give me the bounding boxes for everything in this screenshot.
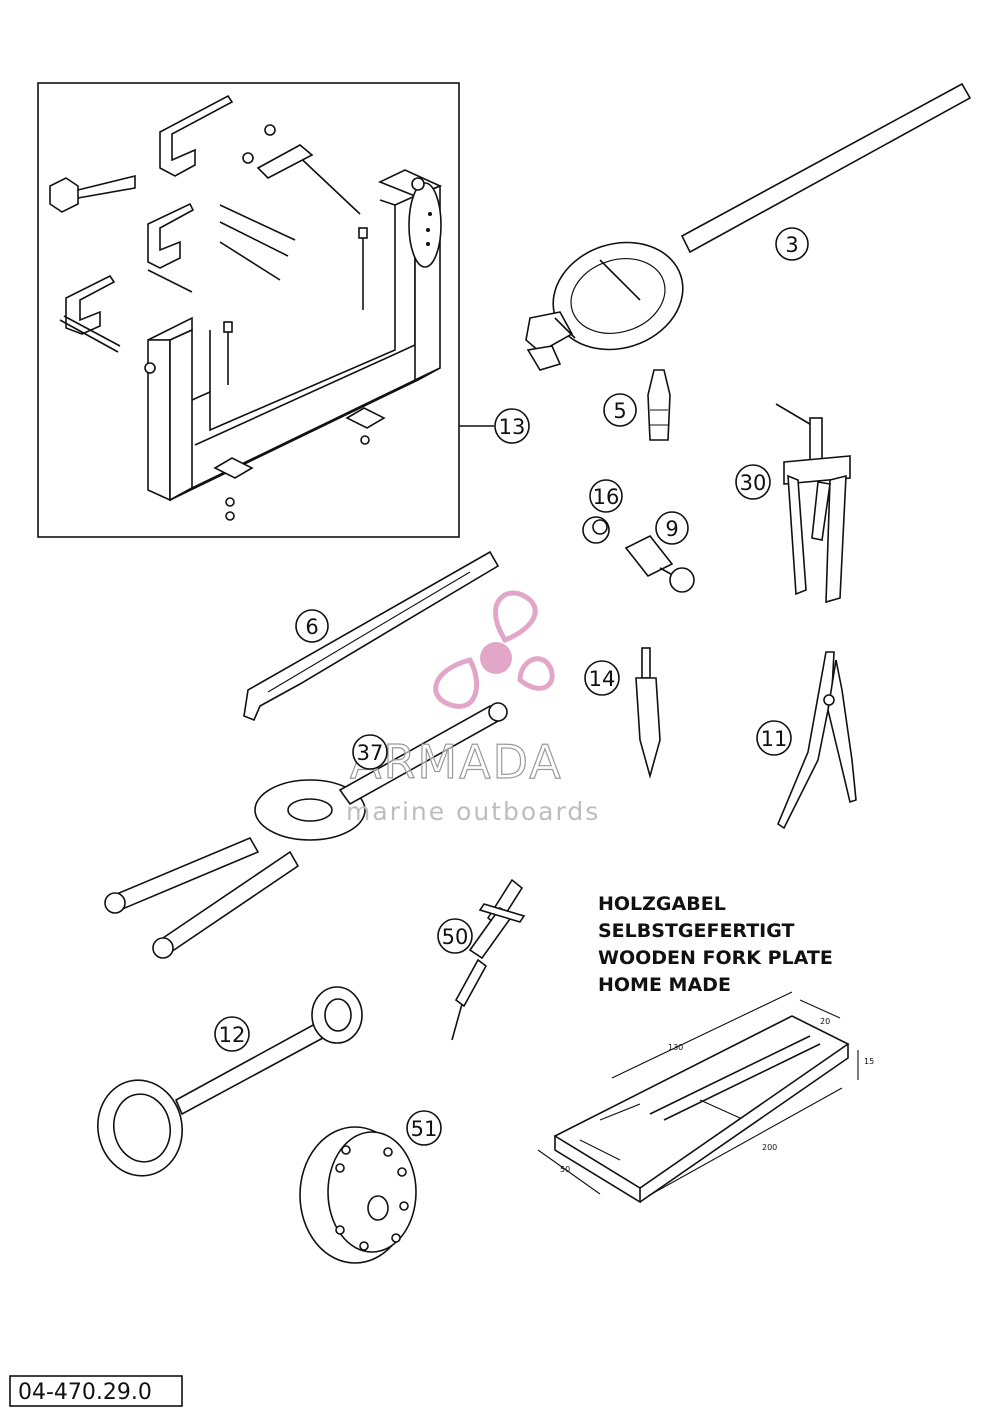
wooden-fork-plate-drawing: 130 20 15 200 50 — [537, 991, 874, 1204]
callout-9: 9 — [655, 511, 689, 545]
part-13-stand — [49, 94, 443, 521]
callout-51: 51 — [406, 1110, 442, 1146]
dim-height: 15 — [864, 1057, 874, 1066]
svg-text:16: 16 — [593, 485, 620, 509]
svg-text:51: 51 — [411, 1117, 438, 1141]
svg-text:12: 12 — [219, 1023, 246, 1047]
part-51-holder — [299, 1126, 417, 1264]
part-50-syringe — [451, 878, 526, 1041]
part-30-gear-puller — [775, 403, 851, 604]
svg-text:3: 3 — [785, 233, 798, 257]
callout-3: 3 — [775, 227, 809, 261]
svg-text:50: 50 — [442, 925, 469, 949]
dim-length: 200 — [762, 1143, 777, 1152]
fork-plate-note: HOLZGABEL SELBSTGEFERTIGT WOODEN FORK PL… — [598, 893, 833, 996]
part-13-frame-box — [37, 82, 460, 538]
watermark-subtitle: marine outboards — [346, 797, 600, 826]
doc-number-box — [9, 1375, 183, 1407]
part-14-tool — [635, 647, 661, 779]
part-12-spanner — [97, 986, 363, 1177]
note-line-2: SELBSTGEFERTIGT — [598, 920, 794, 942]
svg-text:37: 37 — [357, 741, 384, 765]
part-11-pliers — [777, 651, 857, 830]
callout-14: 14 — [584, 660, 620, 696]
svg-text:11: 11 — [761, 727, 788, 751]
svg-text:30: 30 — [740, 471, 767, 495]
callout-11: 11 — [756, 720, 792, 756]
part-5-grease-tube — [647, 369, 671, 441]
part-6-blade — [243, 550, 500, 722]
note-line-4: HOME MADE — [598, 974, 731, 996]
part-3-strap-wrench — [525, 82, 972, 371]
svg-text:6: 6 — [305, 615, 318, 639]
callout-6: 6 — [295, 609, 329, 643]
callout-12: 12 — [214, 1016, 250, 1052]
svg-text:5: 5 — [613, 399, 626, 423]
dim-slot-width: 20 — [820, 1017, 830, 1026]
note-line-3: WOODEN FORK PLATE — [598, 947, 833, 969]
part-37-clamp — [104, 702, 508, 959]
callout-13: 13 — [494, 408, 530, 444]
svg-text:14: 14 — [589, 667, 616, 691]
part-9-adapter — [624, 534, 695, 593]
propeller-hub — [480, 642, 512, 674]
callout-30: 30 — [735, 464, 771, 500]
dim-slot-length: 130 — [668, 1043, 683, 1052]
dim-width: 50 — [560, 1165, 570, 1174]
callout-50: 50 — [437, 918, 473, 954]
doc-number: 04-470.29.0 — [18, 1380, 152, 1405]
callout-5: 5 — [603, 393, 637, 427]
svg-text:9: 9 — [665, 517, 678, 541]
note-line-1: HOLZGABEL — [598, 893, 726, 915]
part-16-sleeve — [582, 516, 610, 544]
callout-37: 37 — [352, 734, 388, 770]
propeller-logo-icon — [433, 590, 555, 709]
svg-text:13: 13 — [499, 415, 526, 439]
callout-16: 16 — [589, 479, 623, 513]
